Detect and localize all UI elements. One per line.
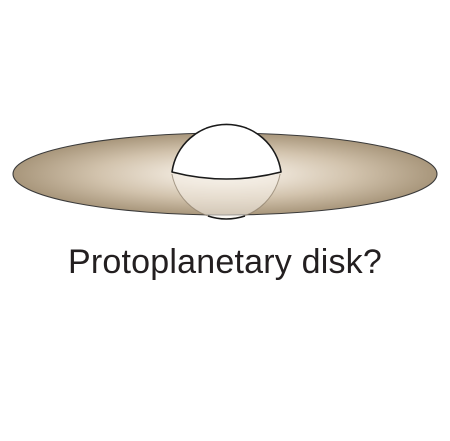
sphere-bottom-rim <box>207 215 246 220</box>
sphere-upper-half <box>171 123 282 180</box>
caption: Protoplanetary disk? <box>68 243 382 281</box>
